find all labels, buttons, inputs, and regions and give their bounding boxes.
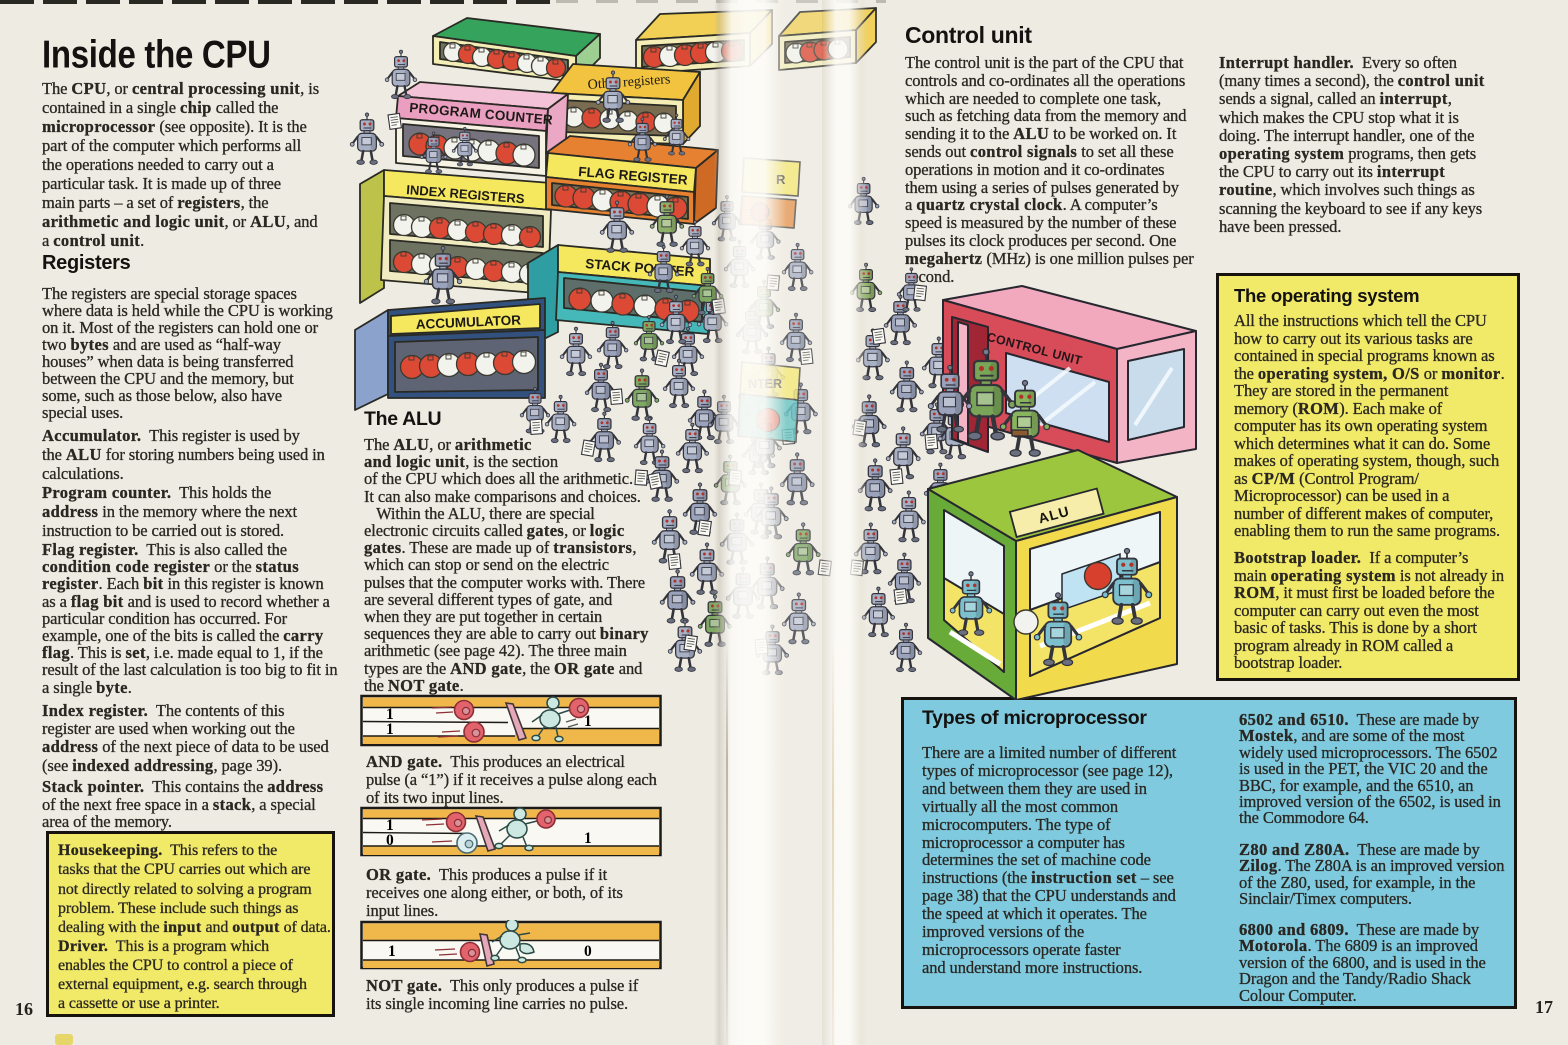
svg-text:ACCUMULATOR: ACCUMULATOR [415,312,521,332]
svg-text:1: 1 [386,817,394,834]
svg-text:0: 0 [584,943,592,960]
svg-text:0: 0 [386,832,394,849]
svg-text:NTER: NTER [748,377,782,391]
svg-text:R: R [776,172,786,187]
svg-text:1: 1 [386,721,394,738]
svg-text:1: 1 [584,830,592,847]
svg-text:ALU: ALU [1037,503,1072,527]
svg-text:1: 1 [388,943,396,960]
svg-text:1: 1 [584,713,592,730]
svg-text:1: 1 [386,706,394,723]
